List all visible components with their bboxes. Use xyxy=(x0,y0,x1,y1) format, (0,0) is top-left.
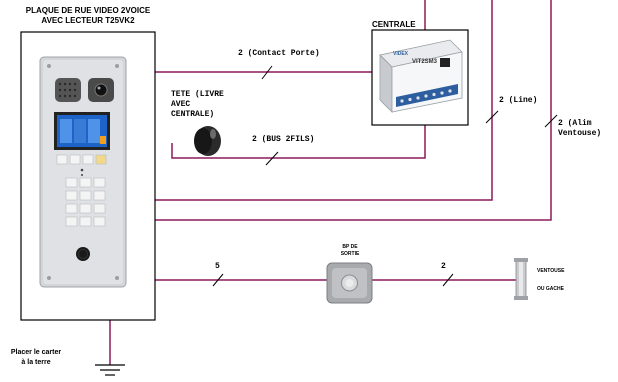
tete-label-line3: CENTRALE) xyxy=(171,110,215,119)
centrale-model: VIT2SM3 xyxy=(412,59,438,65)
slash-bus xyxy=(265,151,279,166)
wire-group xyxy=(109,0,552,365)
slash-contact-porte xyxy=(261,65,273,80)
badge-reader-ring xyxy=(78,249,88,259)
ground-label: Placer le carter à la terre xyxy=(4,348,68,368)
label-line: 2 (Line) xyxy=(499,96,538,105)
centrale-brand: VIDEX xyxy=(393,51,409,57)
ground-symbol-icon xyxy=(95,364,125,376)
qr-code-icon xyxy=(440,58,450,67)
tete-highlight xyxy=(210,129,216,139)
screw-icon xyxy=(115,276,119,280)
push-button-center xyxy=(345,279,354,287)
ground-label-line1: Placer le carter xyxy=(10,349,62,356)
centrale-device xyxy=(379,39,463,113)
terminal-screws xyxy=(400,89,452,103)
plate-title-line2: AVEC LECTEUR T25VK2 xyxy=(41,16,135,25)
slash-alim xyxy=(544,114,558,128)
speaker-holes xyxy=(58,82,77,98)
magnet-face xyxy=(519,262,523,296)
camera-glint xyxy=(97,86,101,90)
screen-tile xyxy=(88,119,100,143)
label-alim-line2: Ventouse) xyxy=(558,129,602,138)
door-station xyxy=(39,56,127,288)
screw-icon xyxy=(115,64,119,68)
keypad-icon xyxy=(65,177,106,227)
screw-icon xyxy=(47,276,51,280)
bp-label-line1: BP DE xyxy=(342,244,358,250)
screen-tile xyxy=(60,119,72,143)
slash-ventouse xyxy=(442,273,454,287)
ground-label-line2: à la terre xyxy=(21,359,51,366)
function-key-accent xyxy=(95,154,107,165)
bp-label: BP DE SORTIE xyxy=(334,244,366,258)
status-led-icon xyxy=(80,168,84,172)
magnet-cap-top xyxy=(514,258,528,262)
plate-title-line1: PLAQUE DE RUE VIDEO 2VOICE xyxy=(25,6,151,15)
function-key xyxy=(56,154,68,165)
tete-label-line2: AVEC xyxy=(171,100,191,109)
function-key xyxy=(69,154,81,165)
screen-orange-tab xyxy=(100,136,106,144)
centrale-title: CENTRALE xyxy=(372,20,416,29)
magnet-cap-bottom xyxy=(514,296,528,300)
wire-count-marks xyxy=(212,65,558,287)
wire-alim-ventouse xyxy=(155,0,552,221)
ventouse-label-line2: OU GACHE xyxy=(537,286,564,292)
label-bus-2fils: 2 (BUS 2FILS) xyxy=(252,135,315,144)
status-led-icon xyxy=(81,174,83,176)
label-alim-ventouse: 2 (Alim Ventouse) xyxy=(558,119,601,139)
tete-label: TETE (LIVRE AVEC CENTRALE) xyxy=(171,90,224,120)
label-wire-to-bp: 5 xyxy=(215,262,220,271)
label-alim-line1: 2 (Alim xyxy=(558,119,592,128)
slash-bp xyxy=(212,273,224,287)
bp-label-line2: SORTIE xyxy=(340,251,360,257)
tete-device xyxy=(194,126,221,156)
screw-icon xyxy=(47,64,51,68)
function-key xyxy=(82,154,94,165)
slash-line xyxy=(485,110,499,124)
camera-lens xyxy=(94,83,108,97)
ventouse-device xyxy=(514,258,528,300)
tete-label-line1: TETE (LIVRE xyxy=(171,90,224,99)
plate-title: PLAQUE DE RUE VIDEO 2VOICE AVEC LECTEUR … xyxy=(17,6,159,26)
wire-line xyxy=(155,0,493,201)
ventouse-label-line1: VENTOUSE xyxy=(537,268,565,274)
label-contact-porte: 2 (Contact Porte) xyxy=(238,49,320,58)
exit-button-device xyxy=(326,262,373,304)
tete-face xyxy=(194,128,212,154)
label-wire-to-ventouse: 2 xyxy=(441,262,446,271)
wire-bus-2fils xyxy=(171,125,426,159)
screen-tile xyxy=(74,119,86,143)
